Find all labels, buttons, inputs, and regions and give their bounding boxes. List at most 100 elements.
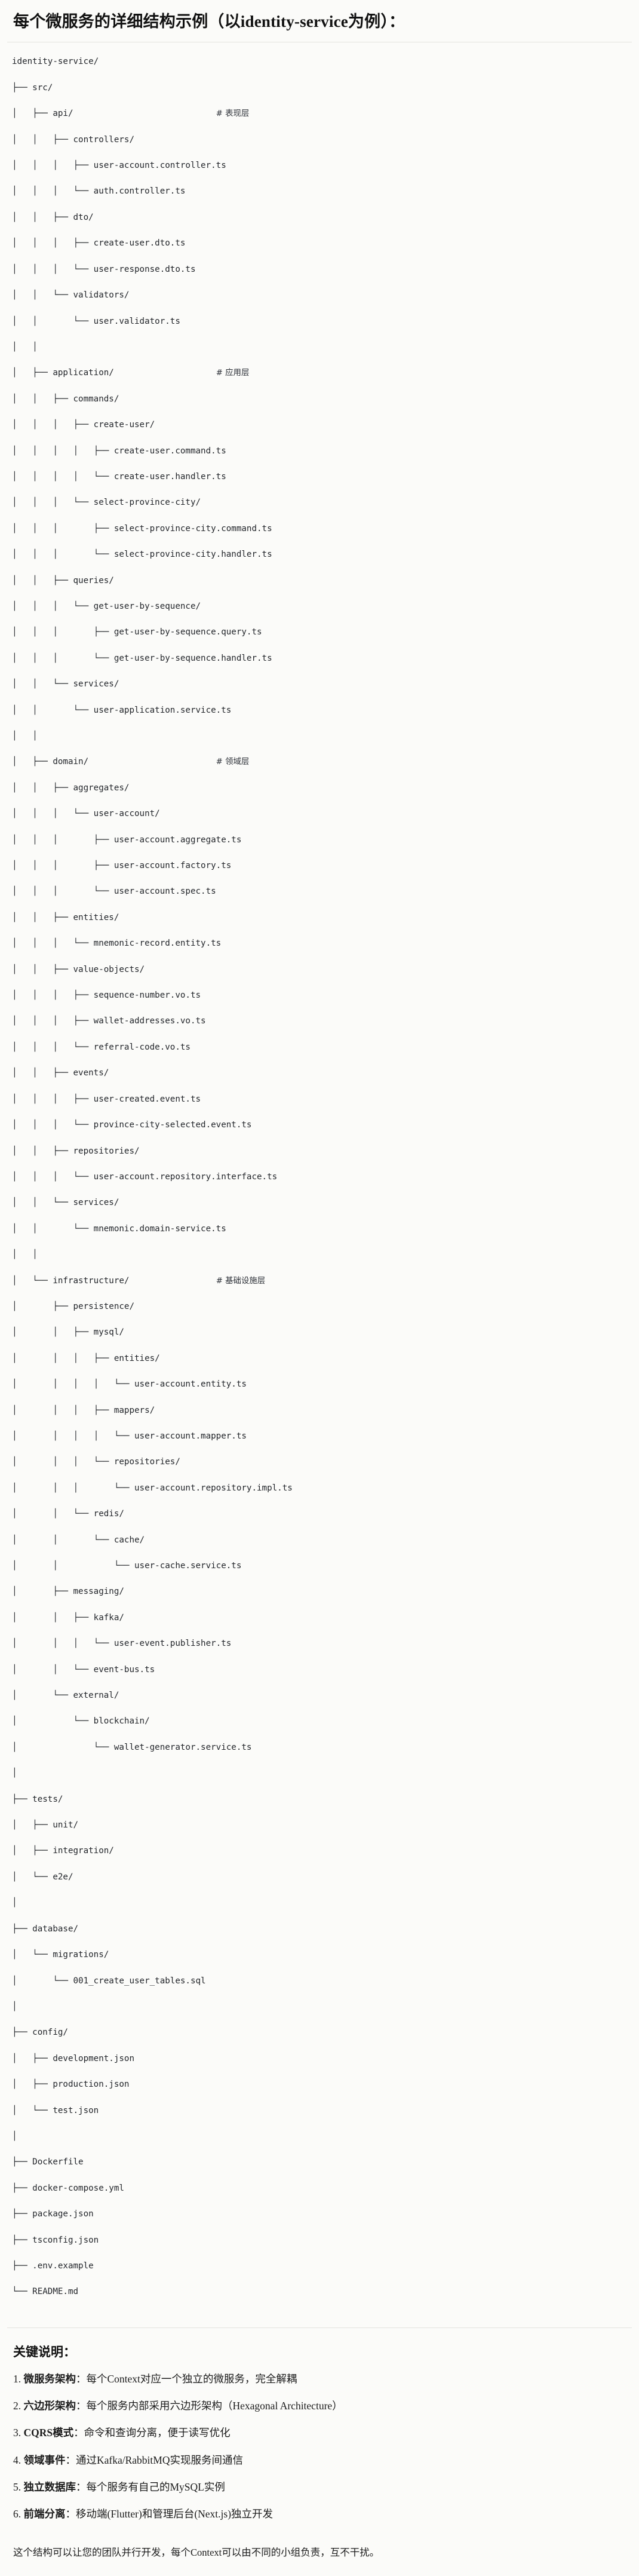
tree-row: │ │ │ └── user-event.publisher.ts <box>12 1637 627 1651</box>
tree-node-label: ├── src/ <box>12 82 53 93</box>
tree-row: │ ├── persistence/ <box>12 1301 627 1314</box>
tree-node-label: │ │ │ │ └── create-user.handler.ts <box>12 471 226 482</box>
tree-node-label: identity-service/ <box>12 57 99 67</box>
tree-row: │ <box>12 1767 627 1780</box>
tree-node-label: │ │ <box>12 342 38 352</box>
tree-node-label: │ ├── persistence/ <box>12 1301 134 1311</box>
tree-row: │ └── wallet-generator.service.ts <box>12 1741 627 1755</box>
tree-node-label: │ │ └── mnemonic.domain-service.ts <box>12 1223 226 1234</box>
tree-node-label: │ │ │ ├── mappers/ <box>12 1405 155 1415</box>
tree-node-label: │ │ │ └── user-response.dto.ts <box>12 264 196 274</box>
tree-row: │ │ │ ├── get-user-by-sequence.query.ts <box>12 626 627 639</box>
tree-row: │ │ └── event-bus.ts <box>12 1664 627 1677</box>
tree-node-label: │ │ └── redis/ <box>12 1509 124 1519</box>
tree-node-label: │ │ │ └── referral-code.vo.ts <box>12 1042 191 1052</box>
key-note-body: 每个服务有自己的MySQL实例 <box>86 2480 225 2493</box>
tree-row: │ │ ├── dto/ <box>12 211 627 225</box>
tree-row: identity-service/ <box>12 56 627 69</box>
tree-row: │ │ │ └── user-response.dto.ts <box>12 263 627 277</box>
tree-row: │ │ │ │ └── create-user.handler.ts <box>12 471 627 484</box>
tree-node-label: │ │ ├── repositories/ <box>12 1146 140 1156</box>
tree-row: ├── .env.example <box>12 2260 627 2273</box>
tree-row: │ │ │ └── auth.controller.ts <box>12 185 627 198</box>
tree-row: │ │ │ ├── user-created.event.ts <box>12 1093 627 1106</box>
tree-node-label: │ │ │ └── mnemonic-record.entity.ts <box>12 939 222 949</box>
tree-node-label: │ <box>12 1898 17 1908</box>
tree-divider <box>7 2327 632 2328</box>
key-note-body: 每个Context对应一个独立的微服务，完全解耦 <box>86 2372 297 2385</box>
key-note-item: 2. 六边形架构：每个服务内部采用六边形架构（Hexagonal Archite… <box>13 2398 626 2414</box>
tree-row: │ │ │ └── get-user-by-sequence.handler.t… <box>12 652 627 666</box>
tree-row: │ │ ├── events/ <box>12 1067 627 1080</box>
tree-node-label: │ │ │ └── get-user-by-sequence/ <box>12 601 201 611</box>
tree-node-label: │ │ │ └── user-account.repository.interf… <box>12 1172 278 1182</box>
tree-row: │ │ ├── aggregates/ <box>12 782 627 795</box>
tree-node-label: │ │ │ ├── user-account.controller.ts <box>12 161 226 171</box>
tree-row: │ │ │ └── user-account/ <box>12 808 627 821</box>
tree-row: │ ├── production.json <box>12 2078 627 2092</box>
closing-paragraph: 这个结构可以让您的团队并行开发，每个Context可以由不同的小组负责，互不干扰… <box>13 2547 380 2559</box>
tree-row: │ │ └── user-cache.service.ts <box>12 1560 627 1573</box>
tree-row: │ │ └── user-application.service.ts <box>12 704 627 717</box>
directory-tree: identity-service/ ├── src/ │ ├── api/ # … <box>12 56 627 2311</box>
tree-row: │ ├── messaging/ <box>12 1586 627 1599</box>
tree-row: │ │ │ ├── entities/ <box>12 1353 627 1366</box>
tree-row: │ <box>12 1897 627 1910</box>
key-note-separator: ： <box>73 2427 84 2439</box>
tree-comment-gap <box>88 757 216 766</box>
tree-node-label: │ ├── application/ <box>12 368 114 378</box>
tree-node-label: │ │ ├── controllers/ <box>12 134 134 145</box>
tree-node-label: ├── config/ <box>12 2028 68 2038</box>
key-note-term: CQRS模式 <box>23 2427 74 2439</box>
directory-tree-block: identity-service/ ├── src/ │ ├── api/ # … <box>0 42 639 2327</box>
key-note-body: 每个服务内部采用六边形架构（Hexagonal Architecture） <box>86 2400 343 2412</box>
tree-row: └── README.md <box>12 2286 627 2299</box>
tree-comment-gap <box>73 109 216 118</box>
key-note-number: 5. <box>13 2480 24 2493</box>
tree-row: │ │ │ └── repositories/ <box>12 1456 627 1469</box>
tree-node-label: │ │ ├── value-objects/ <box>12 964 145 974</box>
tree-node-label: │ ├── api/ <box>12 109 73 119</box>
tree-node-label: │ └── 001_create_user_tables.sql <box>12 1976 206 1986</box>
tree-row: │ │ └── services/ <box>12 678 627 691</box>
key-note-item: 6. 前端分离：移动端(Flutter)和管理后台(Next.js)独立开发 <box>13 2506 626 2522</box>
tree-node-label: │ │ │ │ └── user-account.mapper.ts <box>12 1431 247 1441</box>
tree-node-label: │ └── wallet-generator.service.ts <box>12 1742 252 1752</box>
key-note-term: 微服务架构 <box>23 2372 76 2385</box>
tree-node-label: │ │ │ ├── entities/ <box>12 1353 160 1363</box>
key-note-item: 4. 领域事件：通过Kafka/RabbitMQ实现服务间通信 <box>13 2452 626 2468</box>
tree-node-label: │ │ │ └── province-city-selected.event.t… <box>12 1120 252 1130</box>
tree-node-label: │ │ ├── kafka/ <box>12 1612 124 1623</box>
tree-row: │ │ │ └── user-account.spec.ts <box>12 885 627 898</box>
tree-row: │ │ ├── repositories/ <box>12 1145 627 1158</box>
tree-node-label: │ ├── production.json <box>12 2080 130 2090</box>
tree-node-label: │ │ ├── dto/ <box>12 212 94 222</box>
tree-layer-comment: # 应用层 <box>216 369 250 378</box>
tree-row: │ │ ├── queries/ <box>12 575 627 588</box>
tree-row: │ │ │ └── province-city-selected.event.t… <box>12 1119 627 1132</box>
key-note-separator: ： <box>65 2454 76 2466</box>
tree-row: │ │ │ │ └── user-account.mapper.ts <box>12 1430 627 1443</box>
key-note-term: 独立数据库 <box>23 2480 76 2493</box>
tree-row: │ │ │ │ ├── create-user.command.ts <box>12 445 627 458</box>
tree-row: │ │ <box>12 1249 627 1262</box>
key-note-body: 移动端(Flutter)和管理后台(Next.js)独立开发 <box>76 2508 274 2520</box>
tree-node-label: │ │ └── user-cache.service.ts <box>12 1561 242 1571</box>
tree-row: ├── database/ <box>12 1923 627 1936</box>
tree-node-label: │ │ │ └── user-account.spec.ts <box>12 887 216 897</box>
tree-row: │ ├── integration/ <box>12 1845 627 1858</box>
tree-node-label: │ │ │ ├── create-user/ <box>12 420 155 430</box>
tree-node-label: │ │ │ │ ├── create-user.command.ts <box>12 446 226 456</box>
tree-node-label: ├── Dockerfile <box>12 2157 84 2167</box>
key-note-term: 前端分离 <box>23 2508 66 2520</box>
tree-node-label: │ │ │ ├── create-user.dto.ts <box>12 238 186 249</box>
tree-row: │ │ │ ├── create-user.dto.ts <box>12 237 627 250</box>
tree-row: │ │ │ ├── sequence-number.vo.ts <box>12 989 627 1002</box>
tree-node-label: │ │ │ └── user-event.publisher.ts <box>12 1639 232 1649</box>
tree-row: │ │ ├── controllers/ <box>12 134 627 147</box>
tree-row: ├── package.json <box>12 2208 627 2221</box>
tree-node-label: │ │ │ └── select-province-city/ <box>12 498 201 508</box>
tree-node-label: │ │ │ └── auth.controller.ts <box>12 186 186 197</box>
